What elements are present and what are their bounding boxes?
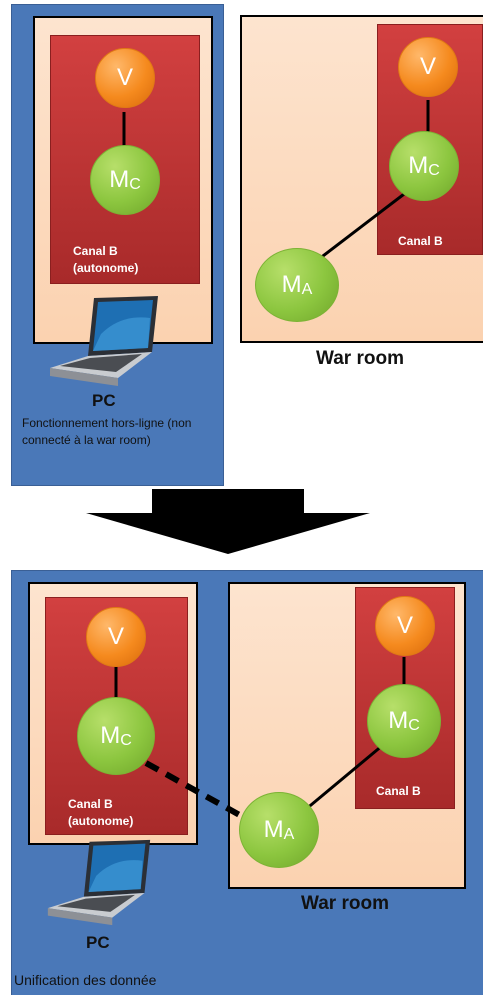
top-war-room-node-ma: MA bbox=[255, 248, 339, 322]
channel-sub: (autonome) bbox=[73, 261, 139, 275]
top-pc-label: PC bbox=[92, 391, 116, 410]
top-pc-note: Fonctionnement hors-ligne (non connecté … bbox=[22, 416, 192, 447]
bottom-laptop-icon bbox=[44, 838, 154, 928]
bottom-war-room-node-v: V bbox=[375, 596, 435, 656]
node-label: V bbox=[107, 623, 124, 650]
node-label: MA bbox=[281, 271, 313, 298]
channel-name: Canal B bbox=[73, 244, 118, 258]
node-label: MA bbox=[263, 816, 295, 843]
bottom-war-room-node-ma: MA bbox=[239, 792, 319, 868]
node-label: V bbox=[396, 612, 413, 639]
bottom-war-room-channel-label: Canal B bbox=[376, 784, 421, 798]
bottom-pc-label: PC bbox=[86, 933, 110, 952]
top-pc-node-v: V bbox=[95, 48, 155, 108]
top-pc-node-mc: MC bbox=[90, 145, 160, 215]
bottom-pc-node-mc: MC bbox=[77, 697, 155, 775]
node-label: V bbox=[419, 53, 436, 80]
node-label: MC bbox=[408, 152, 440, 179]
node-label: MC bbox=[109, 166, 141, 193]
bottom-war-room-title: War room bbox=[301, 893, 389, 914]
bottom-war-room-node-mc: MC bbox=[367, 684, 441, 758]
bottom-pc-node-v: V bbox=[86, 607, 146, 667]
bottom-caption: Unification des donnée bbox=[14, 972, 157, 988]
top-war-room-channel-label: Canal B bbox=[398, 234, 443, 248]
top-laptop-icon bbox=[46, 294, 162, 389]
channel-sub: (autonome) bbox=[68, 814, 134, 828]
top-war-room-node-v: V bbox=[398, 37, 458, 97]
node-label: MC bbox=[100, 722, 132, 749]
node-label: V bbox=[116, 64, 133, 91]
node-label: MC bbox=[388, 707, 420, 734]
top-pc-channel-label: Canal B (autonome) bbox=[73, 243, 138, 277]
channel-name: Canal B bbox=[68, 797, 113, 811]
top-war-room-title: War room bbox=[316, 348, 404, 369]
bottom-pc-channel-label: Canal B (autonome) bbox=[68, 796, 133, 830]
top-war-room-node-mc: MC bbox=[389, 131, 459, 201]
